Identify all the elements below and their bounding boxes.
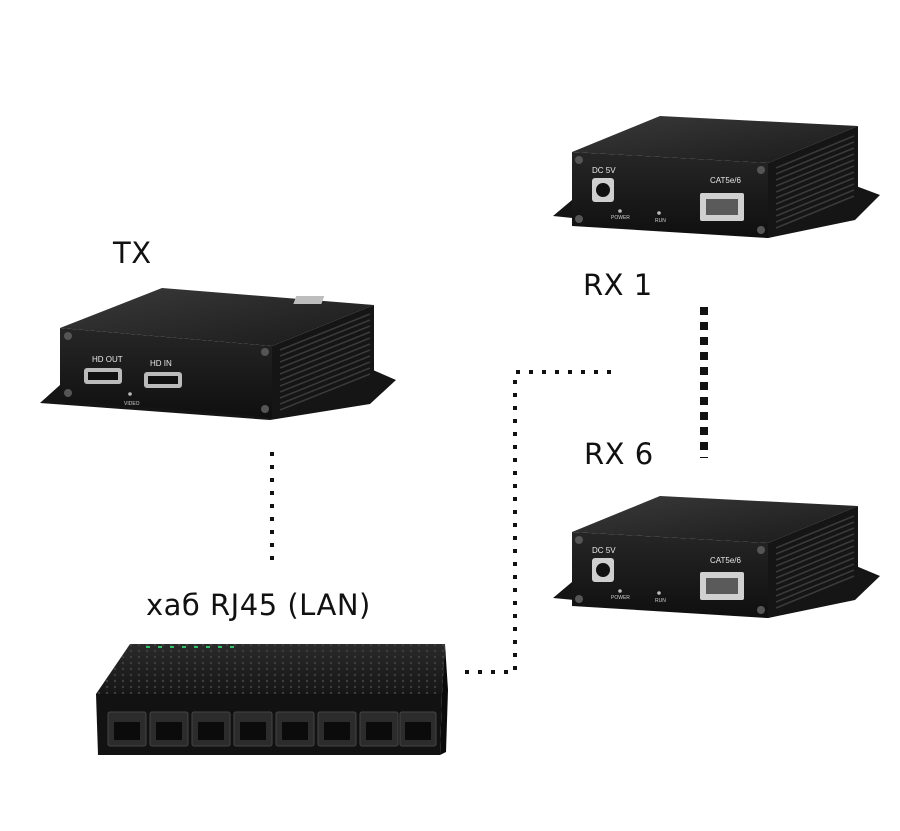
rx1-device: DC 5V POWER RUN CAT5e/6 bbox=[553, 116, 880, 238]
tx-label: TX bbox=[113, 236, 152, 270]
hub-to-rx-line bbox=[465, 370, 618, 674]
dc-label: DC 5V bbox=[592, 546, 616, 555]
hub-ports bbox=[107, 711, 437, 747]
rx1-label: RX 1 bbox=[583, 268, 653, 302]
power-label: POWER bbox=[611, 595, 630, 601]
rx6-device: DC 5V POWER RUN CAT5e/6 bbox=[553, 496, 880, 618]
cat-label: CAT5e/6 bbox=[710, 556, 742, 565]
rx6-label: RX 6 bbox=[584, 437, 654, 471]
lan-hub bbox=[96, 644, 448, 755]
video-label: VIDEO bbox=[124, 401, 140, 407]
hd-out-label: HD OUT bbox=[92, 355, 123, 364]
dc-label: DC 5V bbox=[592, 166, 616, 175]
tx-device: HD OUT HD IN VIDEO bbox=[40, 288, 396, 420]
run-label: RUN bbox=[655, 598, 666, 604]
hd-in-label: HD IN bbox=[150, 359, 172, 368]
hub-label: хаб RJ45 (LAN) bbox=[146, 588, 371, 622]
power-label: POWER bbox=[611, 215, 630, 221]
cat-label: CAT5e/6 bbox=[710, 176, 742, 185]
run-label: RUN bbox=[655, 218, 666, 224]
